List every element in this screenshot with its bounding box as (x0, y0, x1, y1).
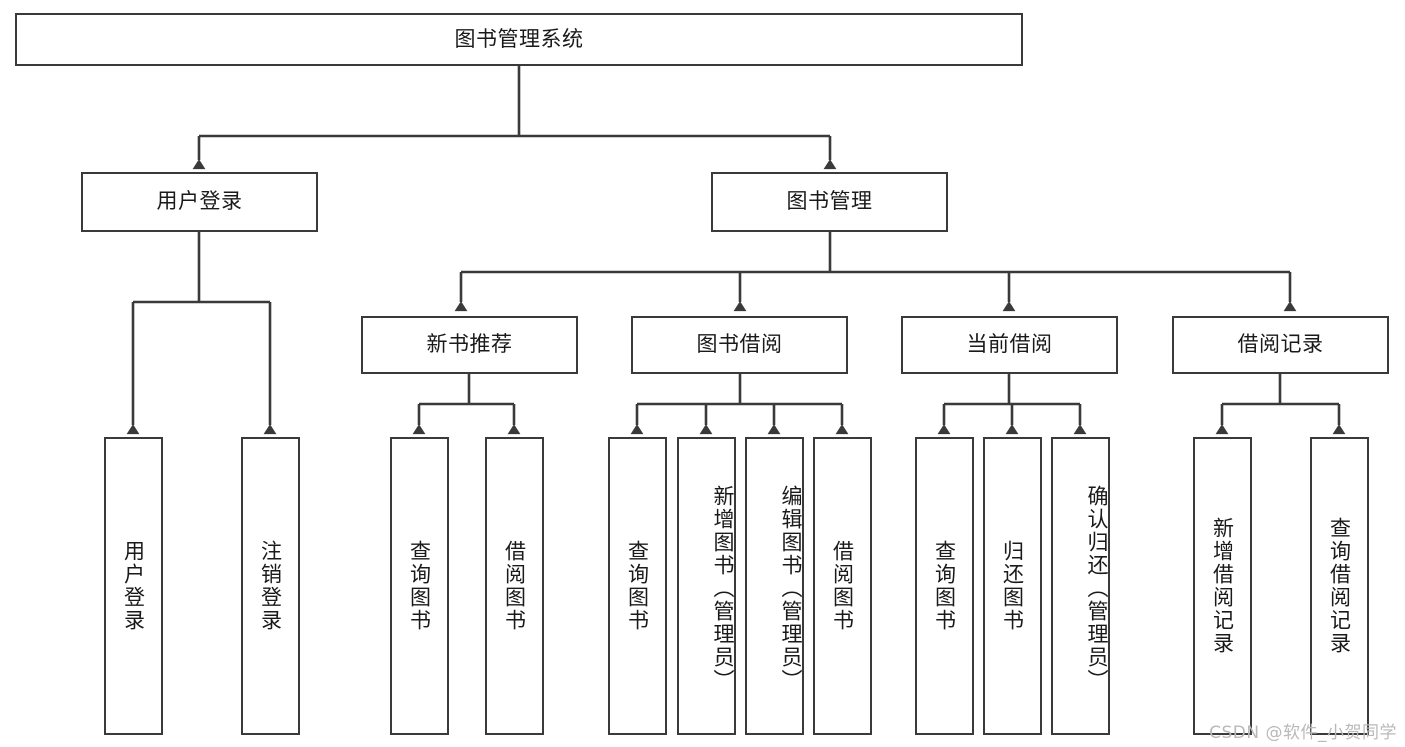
node-user-login[interactable]: 用户登录 (81, 172, 318, 232)
node-new-book-recommend-label: 新书推荐 (426, 332, 513, 357)
node-root-label: 图书管理系统 (454, 26, 584, 51)
node-root[interactable]: 图书管理系统 (15, 13, 1023, 66)
node-current-borrow[interactable]: 当前借阅 (901, 316, 1118, 374)
node-leaf-edit-book-admin-label: 编辑图书（管理员） (779, 484, 803, 692)
node-leaf-borrow-book-recommend[interactable]: 借阅图书 (485, 437, 544, 735)
node-leaf-query-borrow-record[interactable]: 查询借阅记录 (1310, 437, 1369, 735)
node-book-manage-label: 图书管理 (786, 189, 873, 214)
node-leaf-query-book-recommend[interactable]: 查询图书 (390, 437, 449, 735)
node-leaf-query-book-recommend-label: 查询图书 (407, 540, 432, 632)
node-leaf-edit-book-admin[interactable]: 编辑图书（管理员） (745, 437, 804, 735)
node-leaf-add-borrow-record-label: 新增借阅记录 (1210, 517, 1235, 655)
node-leaf-return-book[interactable]: 归还图书 (983, 437, 1042, 735)
node-book-borrow-label: 图书借阅 (696, 332, 783, 357)
node-book-borrow[interactable]: 图书借阅 (631, 316, 848, 374)
node-leaf-add-book-admin[interactable]: 新增图书（管理员） (677, 437, 736, 735)
node-new-book-recommend[interactable]: 新书推荐 (361, 316, 578, 374)
node-leaf-query-book-current[interactable]: 查询图书 (915, 437, 974, 735)
node-leaf-query-borrow-record-label: 查询借阅记录 (1327, 517, 1352, 655)
node-borrow-record[interactable]: 借阅记录 (1172, 316, 1389, 374)
node-leaf-confirm-return-admin-label: 确认归还（管理员） (1085, 484, 1109, 692)
node-leaf-user-logout[interactable]: 注销登录 (241, 437, 300, 735)
node-leaf-return-book-label: 归还图书 (1000, 540, 1025, 632)
node-leaf-borrow-book-recommend-label: 借阅图书 (502, 540, 527, 632)
node-leaf-user-login-label: 用户登录 (121, 540, 146, 632)
node-book-manage[interactable]: 图书管理 (711, 172, 948, 232)
node-leaf-query-book-borrow[interactable]: 查询图书 (608, 437, 667, 735)
node-leaf-add-book-admin-label: 新增图书（管理员） (711, 484, 735, 692)
node-leaf-borrow-book[interactable]: 借阅图书 (813, 437, 872, 735)
node-leaf-borrow-book-label: 借阅图书 (830, 540, 855, 632)
node-current-borrow-label: 当前借阅 (966, 332, 1053, 357)
node-leaf-add-borrow-record[interactable]: 新增借阅记录 (1193, 437, 1252, 735)
node-borrow-record-label: 借阅记录 (1237, 332, 1324, 357)
node-leaf-query-book-borrow-label: 查询图书 (625, 540, 650, 632)
node-leaf-user-logout-label: 注销登录 (258, 540, 283, 632)
node-user-login-label: 用户登录 (156, 189, 243, 214)
node-leaf-confirm-return-admin[interactable]: 确认归还（管理员） (1051, 437, 1110, 735)
node-leaf-query-book-current-label: 查询图书 (932, 540, 957, 632)
node-leaf-user-login[interactable]: 用户登录 (104, 437, 163, 735)
